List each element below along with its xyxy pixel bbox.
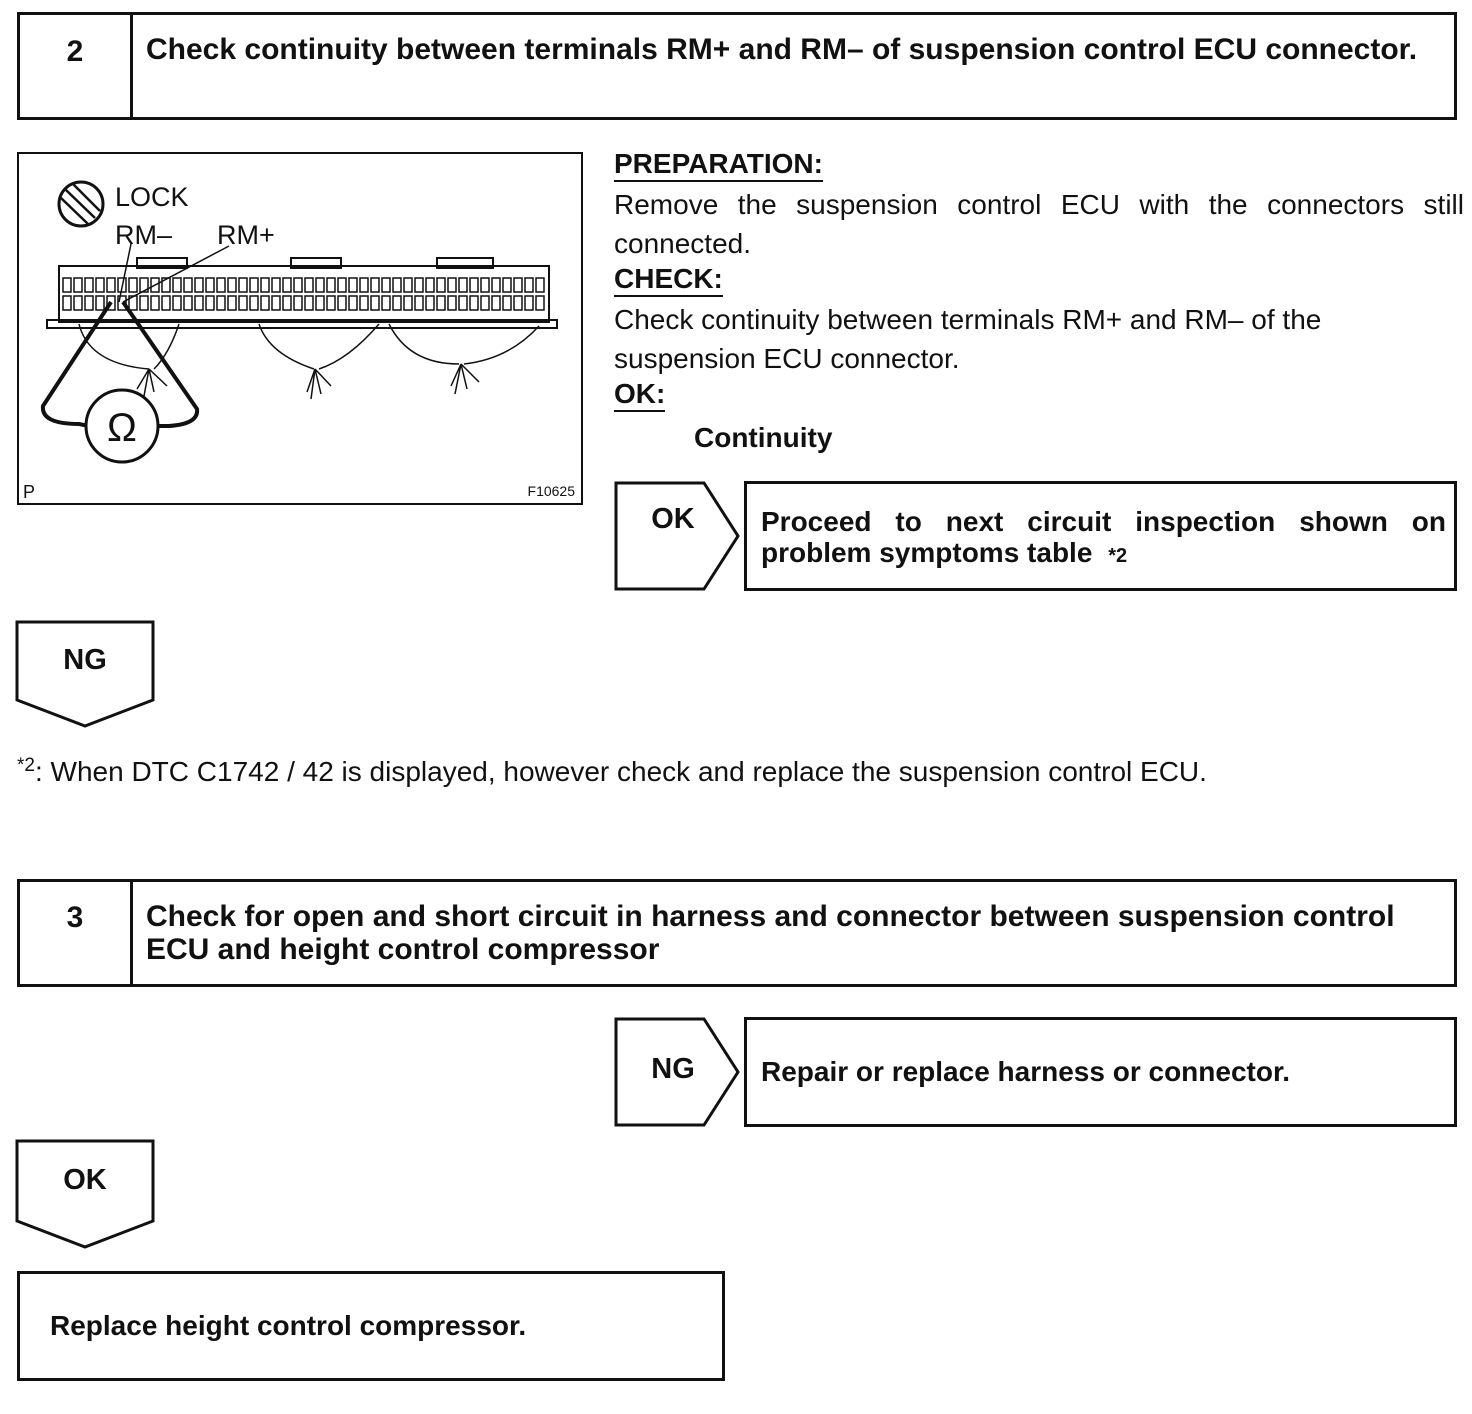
ng-arrow-tag [614,1017,740,1127]
step-3-number-cell: 3 [20,882,133,984]
footnote-marker: *2 [17,755,35,776]
final-action-box: Replace height control compressor. [17,1271,725,1381]
rm-plus-label: RM+ [217,220,275,250]
ok-action-note-ref: *2 [1108,545,1128,567]
ohm-symbol: Ω [107,406,137,450]
check-text: Check continuity between terminals RM+ a… [614,304,1322,374]
ok-value: Continuity [694,422,833,453]
step-3-header: 3 Check for open and short circuit in ha… [17,879,1457,987]
figure-corner-label: P [23,482,35,502]
ohmmeter-leads [40,300,200,428]
step-2-number-cell: 2 [20,15,133,117]
ok-arrow-tag [614,481,740,591]
preparation-heading: PREPARATION: [614,148,823,182]
ng-action-label: Repair or replace harness or connector. [761,1056,1291,1087]
instructions: PREPARATION: Remove the suspension contr… [614,148,1464,457]
ohmmeter-icon [84,388,160,464]
ok-down-tag [15,1139,155,1249]
ecu-connector [46,257,558,329]
figure-code: F10625 [528,483,576,499]
step-number: 3 [66,901,84,934]
ok-heading: OK: [614,378,666,412]
ng-tag-label: NG [63,644,107,676]
ng-tag-label: NG [651,1053,695,1085]
ng-action-box: Repair or replace harness or connector. [744,1017,1457,1127]
check-heading: CHECK: [614,263,723,297]
preparation-text: Remove the suspension control ECU with t… [614,189,1464,259]
step-title: Check for open and short circuit in harn… [146,900,1395,966]
ecu-connector-diagram: LOCK RM– RM+ [23,180,576,502]
wire-harness [78,323,540,400]
ok-tag-label: OK [63,1164,107,1196]
rm-minus-label: RM– [115,220,172,250]
step-2-header: 2 Check continuity between terminals RM+… [17,12,1457,120]
ng-down-tag [15,620,155,728]
ok-action-box: Proceed to next circuit inspection shown… [744,481,1457,591]
step-number: 2 [66,35,84,68]
lock-label: LOCK [115,182,189,212]
lock-icon [57,180,105,228]
step-title: Check continuity between terminals RM+ a… [146,33,1418,66]
footnote-text: : When DTC C1742 / 42 is displayed, howe… [34,756,1207,787]
connector-figure: LOCK RM– RM+ [17,152,583,505]
ok-action-text: Proceed to next circuit inspection shown… [761,506,1446,572]
ok-tag-label: OK [651,503,695,535]
ok-action-label: Proceed to next circuit inspection shown… [761,506,1446,568]
final-action-label: Replace height control compressor. [50,1310,527,1341]
footnote: *2: When DTC C1742 / 42 is displayed, ho… [17,755,1457,788]
